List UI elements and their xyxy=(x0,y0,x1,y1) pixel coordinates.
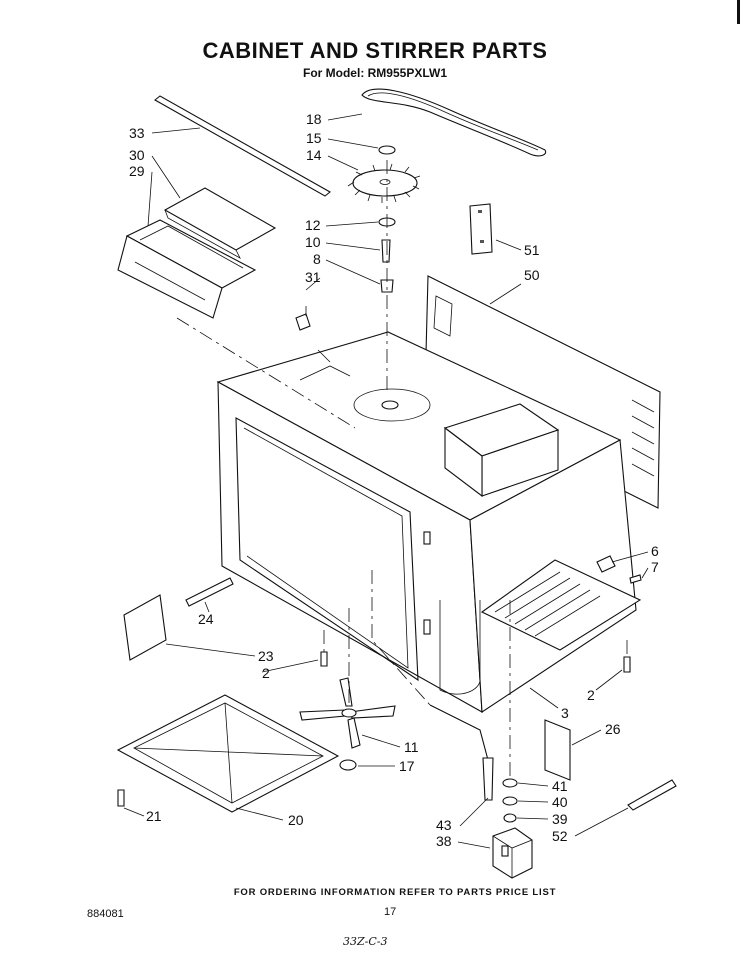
callout-43: 43 xyxy=(436,817,452,833)
ordering-note: FOR ORDERING INFORMATION REFER TO PARTS … xyxy=(233,887,557,898)
callout-6: 6 xyxy=(651,543,659,559)
page-edge-mark xyxy=(737,0,740,24)
part-24-latch xyxy=(185,577,234,607)
page-title: CABINET AND STIRRER PARTS xyxy=(202,38,548,63)
callout-18: 18 xyxy=(306,111,322,127)
callout-51: 51 xyxy=(524,242,540,258)
callout-10: 10 xyxy=(305,234,321,250)
part-52-cable-tie xyxy=(627,779,677,811)
callout-11: 11 xyxy=(404,739,419,755)
part-41-washer xyxy=(502,778,518,788)
part-30-duct-cover xyxy=(163,187,277,259)
cabinet-body xyxy=(216,331,642,713)
callout-50: 50 xyxy=(524,267,540,283)
part-43-probe xyxy=(429,704,494,801)
part-10-shaft xyxy=(381,239,391,263)
part-6-switch xyxy=(596,555,616,573)
page-number: 17 xyxy=(384,906,397,918)
callout-15: 15 xyxy=(306,130,322,146)
part-39-bushing xyxy=(503,813,517,823)
callout-7: 7 xyxy=(651,559,659,575)
part-17-nut xyxy=(339,759,357,771)
callout-2-right: 2 xyxy=(587,687,595,703)
callout-2-left: 2 xyxy=(262,665,270,681)
part-38-motor xyxy=(492,827,533,879)
part-29-duct xyxy=(117,219,257,319)
part-40-washer xyxy=(502,796,518,806)
callout-14: 14 xyxy=(306,147,322,163)
callout-39: 39 xyxy=(552,811,568,827)
part-20-tray xyxy=(116,694,340,813)
callout-21: 21 xyxy=(146,808,162,824)
leader-lines xyxy=(123,113,649,849)
callout-41: 41 xyxy=(552,778,568,794)
callout-20: 20 xyxy=(288,812,304,828)
part-18-belt xyxy=(361,88,547,157)
callout-26: 26 xyxy=(605,721,621,737)
part-7-screw xyxy=(629,574,642,584)
part-14-stirrer-blade xyxy=(347,163,421,203)
part-21-screw xyxy=(117,789,125,807)
part-2-screw-left xyxy=(320,651,328,667)
callout-30: 30 xyxy=(129,147,145,163)
callout-29: 29 xyxy=(129,163,145,179)
callout-52: 52 xyxy=(552,828,568,844)
callout-12: 12 xyxy=(305,217,321,233)
part-11-fan xyxy=(299,677,396,749)
callout-23: 23 xyxy=(258,648,274,664)
part-33-strip xyxy=(154,95,331,197)
part-51-bracket xyxy=(469,203,493,255)
model-subtitle: For Model: RM955PXLW1 xyxy=(302,66,448,80)
part-2-screw-right xyxy=(623,656,631,673)
callout-33: 33 xyxy=(129,125,145,141)
alignment-lines xyxy=(176,160,628,780)
callout-3: 3 xyxy=(561,705,569,721)
callout-40: 40 xyxy=(552,794,568,810)
part-8-bearing xyxy=(380,279,394,293)
part-23-plate xyxy=(123,594,167,661)
callout-8: 8 xyxy=(313,251,321,267)
part-31-clip xyxy=(295,313,311,331)
handwritten-note: 33Z-C-3 xyxy=(343,935,388,948)
part-26-cover xyxy=(544,719,571,781)
callout-31: 31 xyxy=(305,269,321,285)
part-15-retainer xyxy=(378,145,396,155)
callout-17: 17 xyxy=(399,758,415,774)
callout-38: 38 xyxy=(436,833,452,849)
document-number: 884081 xyxy=(87,908,124,920)
callout-labels: 33 30 29 18 15 14 12 10 8 31 51 50 6 7 2… xyxy=(129,111,659,849)
callout-24: 24 xyxy=(198,611,214,627)
